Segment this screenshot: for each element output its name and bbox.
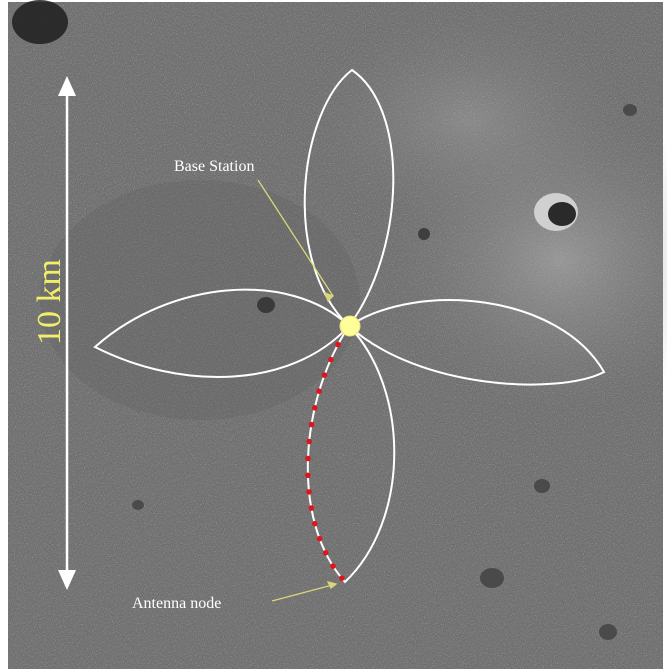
- relay-point: [322, 550, 329, 556]
- base-station-label: Base Station: [174, 158, 254, 175]
- relay-point: [308, 421, 315, 428]
- small-crater: [480, 568, 504, 588]
- relay-point: [305, 455, 311, 462]
- antenna-node-leader: [271, 583, 337, 602]
- relay-point: [312, 405, 318, 411]
- small-crater: [132, 500, 144, 510]
- base-station-marker: [339, 315, 361, 337]
- base-station-leader: [257, 179, 334, 297]
- scale-bar-arrow-top: [58, 76, 76, 96]
- base-station-leader-arrow: [323, 291, 335, 303]
- relay-point: [335, 341, 341, 348]
- relay-point: [339, 575, 345, 581]
- bright-crater-floor: [548, 202, 576, 226]
- relay-point: [306, 438, 313, 445]
- relay-points: [305, 327, 349, 581]
- petal-west: [93, 288, 351, 379]
- relay-point: [312, 520, 318, 527]
- antenna-node-leader-arrow: [326, 581, 338, 590]
- small-crater: [257, 297, 275, 313]
- small-crater: [418, 228, 430, 240]
- bright-highland-region: [310, 10, 630, 230]
- terrain-background: [8, 0, 667, 669]
- relay-point: [328, 356, 334, 363]
- relay-point: [306, 489, 312, 495]
- small-crater: [599, 624, 617, 640]
- scale-bar-label: 10 km: [31, 259, 68, 345]
- petal-north: [303, 68, 395, 328]
- relay-point: [330, 563, 336, 569]
- relay-point: [305, 472, 311, 479]
- dark-crater-topleft: [12, 0, 68, 44]
- scale-bar-arrow-bottom: [58, 570, 76, 590]
- small-crater: [534, 479, 550, 493]
- dark-mare-region: [40, 180, 360, 420]
- relay-point: [308, 505, 315, 511]
- scale-bar: 10 km: [31, 76, 76, 590]
- relay-point: [316, 388, 322, 395]
- relay-point: [321, 372, 328, 378]
- petal-east: [347, 299, 606, 386]
- antenna-node-label: Antenna node: [132, 595, 221, 612]
- small-crater: [623, 104, 637, 116]
- leader-lines: [257, 179, 338, 602]
- relay-point: [316, 535, 323, 542]
